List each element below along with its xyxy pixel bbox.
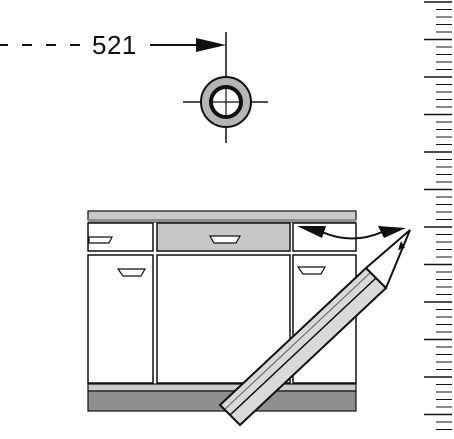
target-marker-icon	[183, 32, 268, 143]
door-handle	[296, 266, 327, 275]
double-arrow	[297, 226, 406, 240]
ruler-scale	[424, 1, 452, 430]
dimension-arrowhead	[196, 38, 226, 52]
door-handle	[116, 268, 147, 277]
drawer-handle	[208, 235, 242, 244]
countertop	[87, 210, 357, 223]
drawer-handle	[88, 236, 113, 244]
plinth	[87, 383, 357, 412]
dimension-label: 521	[92, 30, 137, 60]
pencil-icon	[218, 229, 411, 427]
drawer-row	[87, 222, 357, 252]
